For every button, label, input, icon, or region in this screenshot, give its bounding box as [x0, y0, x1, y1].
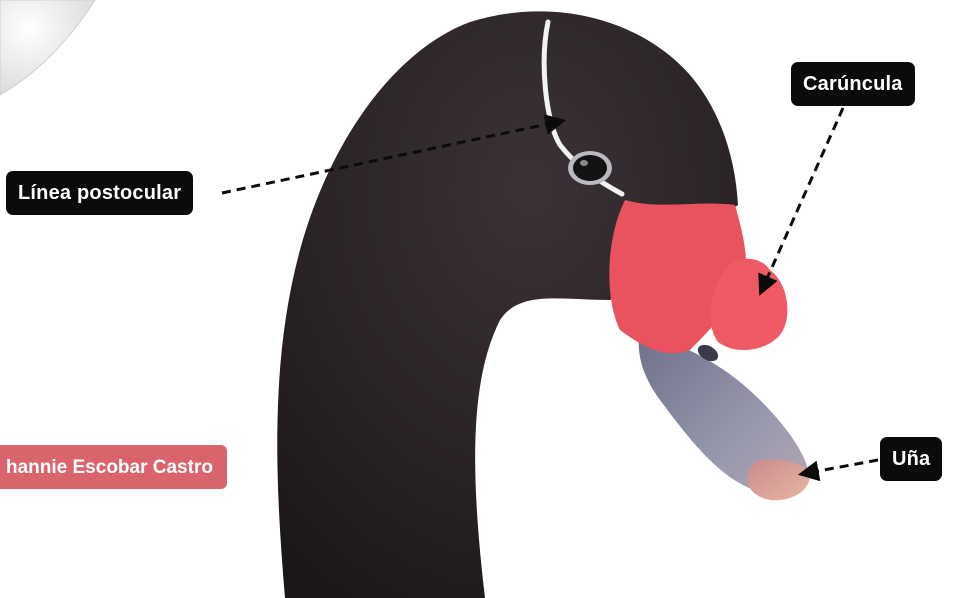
author-credit-badge: hannie Escobar Castro: [0, 445, 227, 489]
caruncle-leader: [761, 108, 843, 292]
caruncle-label: Carúncula: [791, 62, 915, 106]
bill-nail: [747, 460, 810, 501]
wing-fragment: [0, 0, 95, 95]
nail-label: Uña: [880, 437, 942, 481]
nail-leader: [802, 460, 878, 474]
postocular-label: Línea postocular: [6, 171, 193, 215]
swan-eye: [568, 151, 612, 185]
